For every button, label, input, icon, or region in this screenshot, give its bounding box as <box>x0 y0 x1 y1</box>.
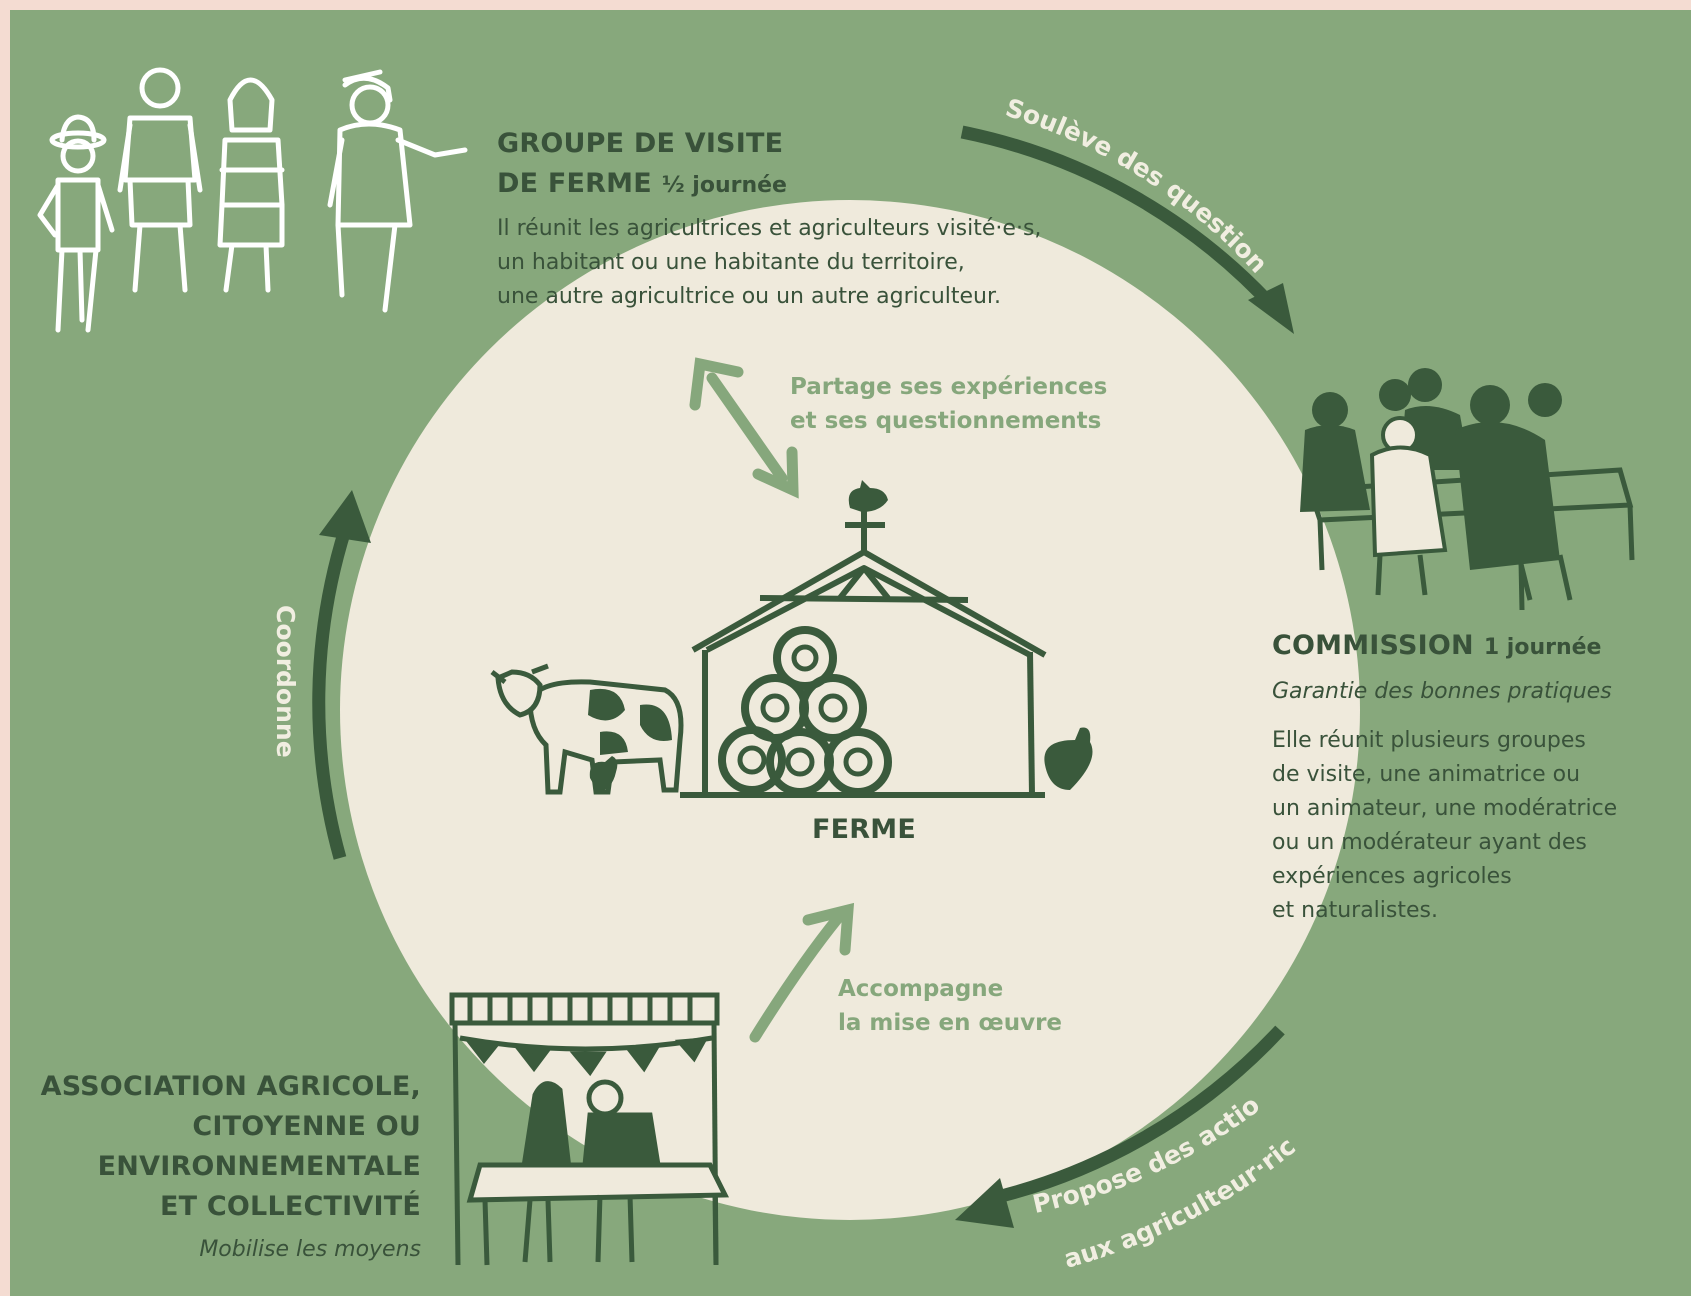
edge-label-partage-line1: Partage ses expériences <box>790 374 1108 400</box>
barn-icon <box>680 510 1047 798</box>
rooster-weathervane-icon <box>848 480 888 512</box>
node-association: ASSOCIATION AGRICOLE, CITOYENNE OU ENVIR… <box>41 1067 421 1267</box>
node-groupe-text-line2: un habitant ou une habitante du territoi… <box>497 250 965 275</box>
node-association-title-line3: ENVIRONNEMENTALE <box>97 1151 421 1182</box>
node-commission-title: COMMISSION <box>1272 630 1474 661</box>
arrow-souleve <box>960 125 1294 334</box>
node-association-subtitle: Mobilise les moyens <box>199 1237 421 1262</box>
arrow-coordonne <box>312 490 371 860</box>
node-groupe-title-line2: DE FERME ½ journée <box>497 164 787 206</box>
node-association-title-line1: ASSOCIATION AGRICOLE, <box>40 1071 421 1102</box>
node-commission-duration: 1 journée <box>1483 635 1602 660</box>
node-association-title-line4: ET COLLECTIVITÉ <box>160 1191 421 1222</box>
node-commission-text-line5: expériences agricoles <box>1272 864 1512 889</box>
node-association-title-line2: CITOYENNE OU <box>192 1111 421 1142</box>
market-stall-icon <box>449 992 730 1266</box>
commission-meeting-icon <box>1300 368 1635 611</box>
node-groupe-title-line1: GROUPE DE VISITE <box>497 128 784 159</box>
hen-icon <box>589 727 1093 792</box>
node-commission-text-line2: de visite, une animatrice ou <box>1272 762 1581 787</box>
node-commission-subtitle: Garantie des bonnes pratiques <box>1272 679 1612 704</box>
node-commission-text-line6: et naturalistes. <box>1272 898 1438 923</box>
node-groupe-duration: ½ journée <box>661 173 787 198</box>
central-circle <box>340 200 1360 1220</box>
edge-label-coordonne: Coordonne <box>271 605 300 758</box>
edge-label-accompagne-line1: Accompagne <box>838 976 1004 1002</box>
node-commission-text-line3: un animateur, une modératrice <box>1272 796 1618 821</box>
farm-visitors-icon <box>37 67 468 333</box>
cow-icon <box>490 663 684 795</box>
edge-label-accompagne-line2: la mise en œuvre <box>838 1010 1063 1036</box>
hay-bales <box>718 626 892 796</box>
node-commission-text-line4: ou un modérateur ayant des <box>1272 830 1587 855</box>
node-groupe-title-text: DE FERME <box>497 168 652 199</box>
node-ferme-title: FERME <box>812 814 916 845</box>
arrow-partage <box>689 357 799 499</box>
node-groupe-text-line3: une autre agricultrice ou un autre agric… <box>497 284 1002 309</box>
arrow-propose <box>955 1025 1285 1228</box>
node-groupe-text-line1: Il réunit les agricultrices et agriculte… <box>497 216 1042 241</box>
node-commission-title-line: COMMISSION 1 journée <box>1272 626 1601 668</box>
node-commission-text-line1: Elle réunit plusieurs groupes <box>1272 728 1586 753</box>
edge-label-partage-line2: et ses questionnements <box>790 408 1102 434</box>
arrow-accompagne <box>749 902 855 1043</box>
